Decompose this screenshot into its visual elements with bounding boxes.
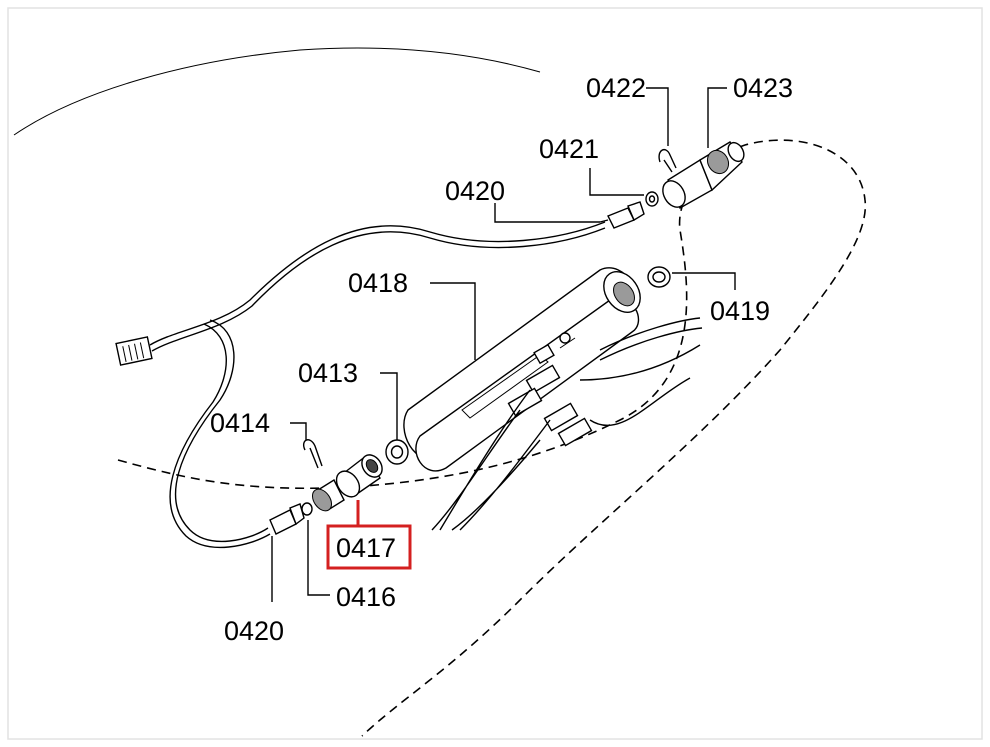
seal-0413 (385, 439, 409, 465)
callout-0422: 0422 (586, 73, 646, 103)
wire-harness-top (149, 221, 606, 346)
callout-0423: 0423 (733, 73, 793, 103)
sensor-0420-bottom (269, 503, 305, 535)
wire-harness-bottom (174, 319, 269, 543)
callout-0416: 0416 (336, 582, 396, 612)
callout-0417: 0417 (336, 533, 396, 563)
callout-0420-bottom: 0420 (224, 616, 284, 646)
callout-0421: 0421 (539, 134, 599, 164)
heater-element (403, 267, 641, 472)
seal-0419 (647, 266, 671, 288)
housing-dashed-outline (117, 139, 867, 737)
callout-0414: 0414 (210, 408, 270, 438)
clip-0422 (658, 148, 677, 173)
heater-wires (431, 317, 703, 531)
clip-0414 (303, 439, 323, 469)
housing-outline-left (13, 47, 541, 136)
callout-0420-top: 0420 (445, 176, 505, 206)
callout-0418: 0418 (348, 268, 408, 298)
wire-harness-bottom-2 (169, 323, 271, 549)
wire-connector (115, 336, 153, 366)
callout-0413: 0413 (298, 358, 358, 388)
leader-lines (271, 87, 736, 602)
nut-0416 (311, 478, 345, 512)
fitting-0423 (662, 141, 745, 209)
wire-harness-top-2 (151, 227, 606, 352)
ring-bottom (301, 502, 313, 516)
ring-0421 (645, 191, 659, 207)
highlight-box-0417 (326, 524, 412, 570)
callout-0419: 0419 (710, 296, 770, 326)
sensor-0420-top (599, 201, 645, 229)
fitting-0417 (335, 454, 383, 498)
diagram-border (7, 7, 983, 740)
heater-terminals (507, 343, 593, 447)
